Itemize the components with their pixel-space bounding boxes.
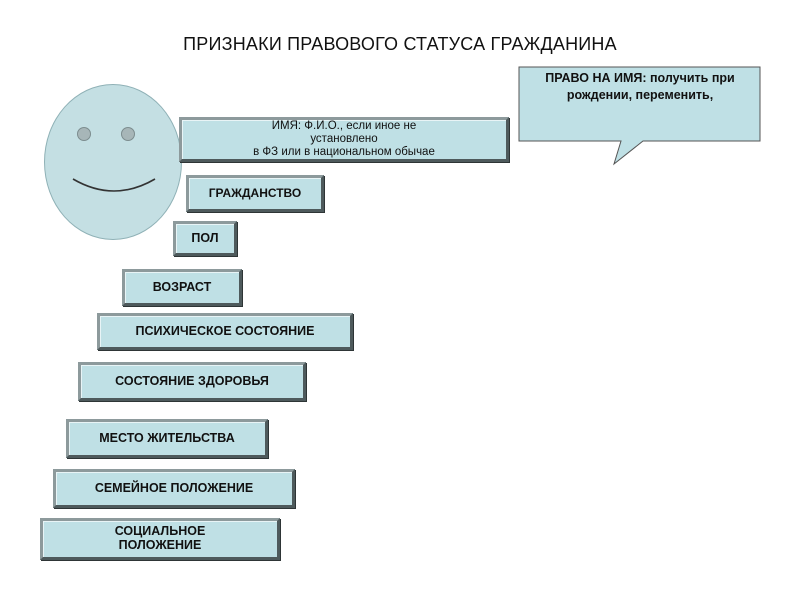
right-eye-icon [121,127,135,141]
diagram-title: ПРИЗНАКИ ПРАВОВОГО СТАТУСА ГРАЖДАНИНА [183,34,617,54]
left-eye-icon [77,127,91,141]
age-label: ВОЗРАСТ [152,279,212,294]
sex-label: ПОЛ [191,230,219,245]
callout-text: ПРАВО НА ИМЯ: получить при рождении, пер… [545,71,735,102]
age-box: ВОЗРАСТ [122,269,242,306]
health-state-box: СОСТОЯНИЕ ЗДОРОВЬЯ [78,362,306,401]
name-box: ИМЯ: Ф.И.О., если иное не установлено в … [179,117,509,162]
residence-label: МЕСТО ЖИТЕЛЬСТВА [99,430,235,445]
citizenship-box: ГРАЖДАНСТВО [186,175,324,212]
name-line-1: ИМЯ: Ф.И.О., если иное не [271,119,417,132]
residence-box: МЕСТО ЖИТЕЛЬСТВА [66,419,268,458]
citizenship-label: ГРАЖДАНСТВО [208,185,302,200]
name-line-2: установлено [310,132,378,145]
callout-shape [518,66,761,166]
social-status-box: СОЦИАЛЬНОЕ ПОЛОЖЕНИЕ [40,518,280,560]
smile-mouth-icon [72,178,156,192]
mental-state-box: ПСИХИЧЕСКОЕ СОСТОЯНИЕ [97,313,353,350]
mental-state-label: ПСИХИЧЕСКОЕ СОСТОЯНИЕ [135,323,315,338]
sex-box: ПОЛ [173,221,237,256]
family-status-box: СЕМЕЙНОЕ ПОЛОЖЕНИЕ [53,469,295,508]
family-status-label: СЕМЕЙНОЕ ПОЛОЖЕНИЕ [94,480,254,495]
health-state-label: СОСТОЯНИЕ ЗДОРОВЬЯ [115,373,269,388]
name-right-callout: ПРАВО НА ИМЯ: получить при рождении, пер… [518,66,761,166]
smiley-face-icon [44,84,182,240]
name-line-3: в ФЗ или в национальном обычае [253,146,435,159]
social-status-label: СОЦИАЛЬНОЕ ПОЛОЖЕНИЕ [114,524,206,552]
